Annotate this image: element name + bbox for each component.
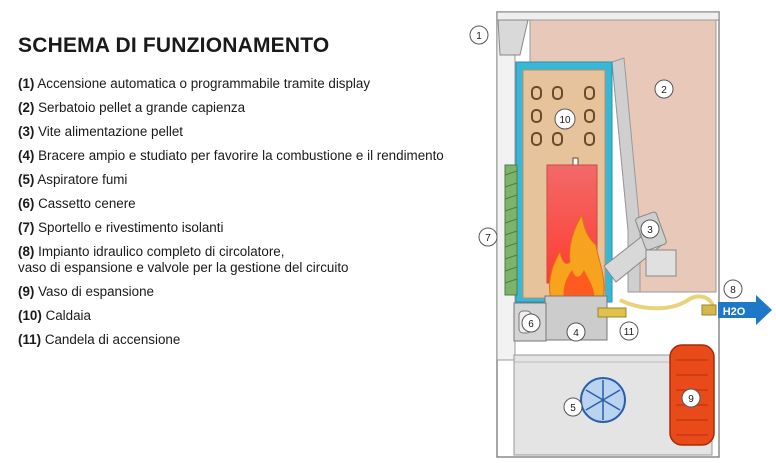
pipe-fitting [701,304,717,316]
legend-item-9: (9) Vaso di espansione [18,284,488,300]
legend-text: Serbatoio pellet a grande capienza [38,100,246,115]
legend-num: (9) [18,284,35,299]
casing-top [496,11,720,21]
callout-2 [654,79,674,99]
callout-10 [554,108,576,130]
callout-9 [681,388,701,408]
hydraulic-pipe [619,294,716,313]
legend-item-3: (3) Vite alimentazione pellet [18,124,488,140]
legend-num: (2) [18,100,35,115]
legend-text: Cassetto cenere [38,196,136,211]
callout-3-label: 3 [647,225,653,236]
legend-num: (7) [18,220,35,235]
callout-5-label: 5 [570,403,576,414]
legend-item-4: (4) Bracere ampio e studiato per favorir… [18,148,488,164]
legend-num: (4) [18,148,35,163]
legend-item-8: (8) Impianto idraulico completo di circo… [18,244,488,276]
legend-item-2: (2) Serbatoio pellet a grande capienza [18,100,488,116]
callout-3 [640,219,660,239]
callout-6 [521,313,541,333]
legend-item-1: (1) Accensione automatica o programmabil… [18,76,488,92]
callout-1-label: 1 [476,31,482,42]
callout-8-label: 8 [730,285,736,296]
display-panel [497,19,529,56]
legend-item-6: (6) Cassetto cenere [18,196,488,212]
page-title: SCHEMA DI FUNZIONAMENTO [18,34,330,57]
callouts: 1 2 3 4 5 6 7 8 9 10 11 [469,25,743,417]
legend-text: Sportello e rivestimento isolanti [38,220,224,235]
legend-text: Vaso di espansione [38,284,154,299]
legend-num: (8) [18,244,35,259]
callout-1 [469,25,489,45]
legend-item-11: (11) Candela di accensione [18,332,488,348]
legend-num: (10) [18,308,42,323]
legend-text: Bracere ampio e studiato per favorire la… [38,148,444,163]
callout-11-label: 11 [624,327,635,338]
ignition-candle [597,307,627,318]
callout-4-label: 4 [573,328,579,339]
door-hatch [504,170,518,284]
callout-5 [563,397,583,417]
legend-text-line2: vaso di espansione e valvole per la gest… [18,260,349,275]
legend-text: Candela di accensione [44,332,181,347]
auger-gear [645,249,677,277]
legend-text: Aspiratore fumi [37,172,128,187]
callout-2-label: 2 [661,85,667,96]
callout-4 [566,322,586,342]
h2o-label: H2O [723,306,746,318]
legend-text: Vite alimentazione pellet [38,124,184,139]
legend-item-5: (5) Aspiratore fumi [18,172,488,188]
legend-item-7: (7) Sportello e rivestimento isolanti [18,220,488,236]
callout-7 [478,227,498,247]
legend-text: Caldaia [45,308,91,323]
hopper-divider [611,57,641,293]
boiler-tubes [531,86,595,146]
callout-8 [723,279,743,299]
callout-6-label: 6 [528,319,534,330]
legend-num: (6) [18,196,35,211]
callout-9-label: 9 [688,394,694,405]
legend-text: Accensione automatica o programmabile tr… [37,76,371,91]
callout-7-label: 7 [485,233,491,244]
h2o-arrow-icon [718,295,772,325]
callout-10-label: 10 [559,115,571,126]
callout-11 [619,321,639,341]
legend-num: (5) [18,172,35,187]
legend-num: (11) [18,332,42,347]
fan-blades-icon [585,380,621,420]
legend-text: Impianto idraulico completo di circolato… [38,244,285,259]
legend-num: (3) [18,124,35,139]
legend-item-10: (10) Caldaia [18,308,488,324]
legend-num: (1) [18,76,35,91]
legend: (1) Accensione automatica o programmabil… [18,76,488,356]
